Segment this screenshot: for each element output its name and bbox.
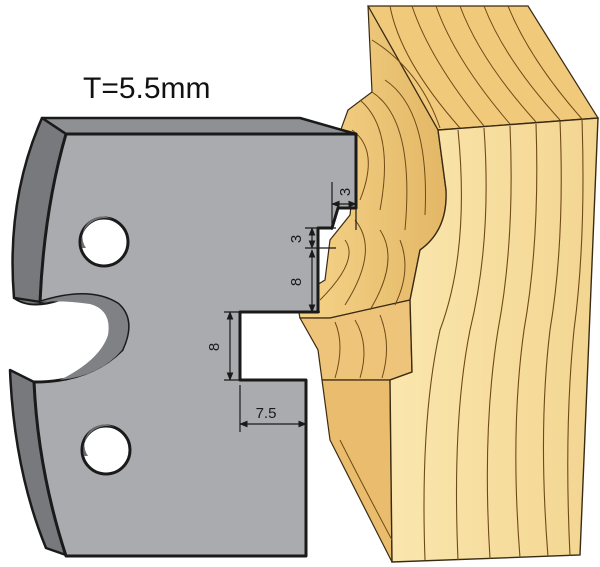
wood-bottom-side — [321, 379, 393, 563]
wood-front-face — [389, 117, 599, 563]
dim-lower-step-label: 3 — [288, 235, 305, 243]
dim-slot-width-label: 7.5 — [256, 405, 277, 422]
mounting-hole-upper — [78, 216, 130, 268]
mounting-hole-lower — [80, 424, 132, 476]
dimension-lines — [224, 182, 357, 432]
dim-slot-height-label: 8 — [206, 343, 223, 351]
wood-workpiece — [295, 5, 600, 563]
wood-grain-front — [423, 118, 584, 561]
dim-left-height-label: 8 — [288, 278, 305, 286]
dimension-labels: 3 3 8 8 7.5 — [206, 188, 354, 422]
blade-face — [32, 132, 358, 558]
blade-notch-shadow — [40, 294, 129, 380]
cutter-blade — [8, 116, 358, 558]
dim-top-step-label: 3 — [337, 188, 354, 196]
blade-top-edge — [40, 116, 358, 136]
thickness-label: T=5.5mm — [83, 72, 211, 105]
